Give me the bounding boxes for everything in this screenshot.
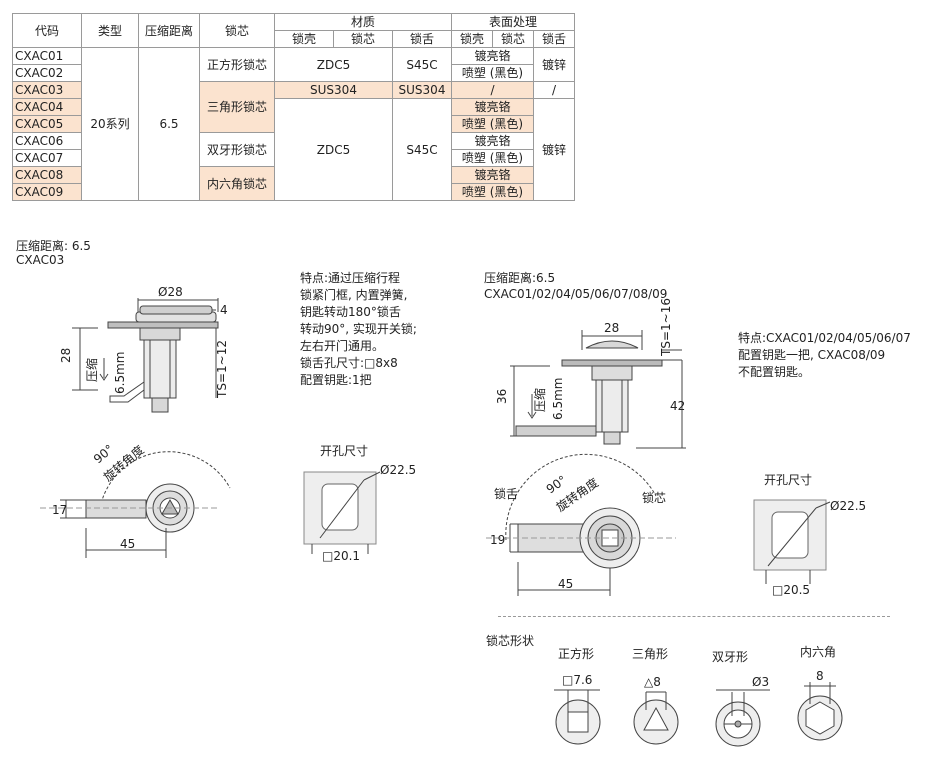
right-lock-drawing: 28 TS=1~16 36 42 压缩 6.5mm 90° 旋转角度 锁舌 锁芯…	[486, 298, 686, 596]
right-compression-label: 压缩距离:6.5	[484, 271, 556, 285]
cutout-right-sq: □20.5	[772, 583, 810, 597]
right-tongue-label: 锁舌	[494, 486, 518, 501]
left-dim-45: 45	[120, 537, 135, 551]
core-shapes-title: 锁芯形状	[486, 634, 535, 648]
cutout-right-dia: Ø22.5	[830, 499, 866, 513]
right-dim-28: 28	[604, 321, 619, 335]
header-core: 锁芯	[199, 13, 275, 48]
left-dim-17: 17	[52, 503, 67, 517]
right-core-label: 锁芯	[642, 490, 666, 505]
core-shapes-drawing: □7.6 △8 Ø3 8	[554, 669, 843, 747]
header-type: 类型	[81, 13, 139, 48]
right-dim-ts: TS=1~16	[659, 298, 673, 357]
material-zdc5-cell: ZDC5	[274, 98, 393, 201]
code-cell: CXAC06	[12, 132, 82, 150]
material-zdc5-cell: ZDC5	[274, 47, 393, 82]
right-dim-45: 45	[558, 577, 573, 591]
header-compression: 压缩距离	[138, 13, 200, 48]
right-angle-label: 90°	[544, 473, 569, 497]
surface-spray-cell: 喷塑 (黑色)	[451, 149, 534, 167]
core-double-cell: 双牙形锁芯	[199, 132, 275, 167]
features-left: 特点:通过压缩行程 锁紧门框, 内置弹簧, 钥匙转动180°锁舌 转动90°, …	[300, 271, 417, 387]
core-shape-name: 双牙形	[712, 650, 749, 664]
left-lock-drawing: Ø28 4 28 TS=1~12 压缩 6.5mm 90° 旋转角度 17 45	[40, 285, 231, 558]
type-cell: 20系列	[81, 47, 139, 201]
sub-header-tongue: 锁舌	[392, 30, 452, 48]
right-press-label: 压缩	[532, 388, 547, 412]
cutout-left-drawing: Ø22.5 □20.1	[303, 463, 416, 563]
surface-spray-cell: 喷塑 (黑色)	[451, 183, 534, 201]
core-square-cell: 正方形锁芯	[199, 47, 275, 82]
sub-header-shell-surface: 锁壳	[451, 30, 493, 48]
section-divider	[498, 616, 890, 617]
code-cell: CXAC08	[12, 166, 82, 184]
sub-header-shell: 锁壳	[274, 30, 334, 48]
right-models-label: CXAC01/02/04/05/06/07/08/09	[484, 287, 668, 301]
sub-header-core: 锁芯	[333, 30, 393, 48]
core-dim-triangle: △8	[644, 675, 661, 689]
cutout-left-dia: Ø22.5	[380, 463, 416, 477]
core-shape-name: 内六角	[800, 645, 837, 659]
left-dim-diameter: Ø28	[158, 285, 183, 299]
material-s45c-cell: S45C	[392, 98, 452, 201]
code-cell: CXAC07	[12, 149, 82, 167]
left-dim-ts: TS=1~12	[215, 340, 229, 399]
surface-spray-cell: 喷塑 (黑色)	[451, 64, 534, 82]
material-sus304-tongue-cell: SUS304	[392, 81, 452, 99]
core-dim-double: Ø3	[752, 675, 769, 689]
header-surface: 表面处理	[451, 13, 575, 31]
left-press-mm: 6.5mm	[113, 352, 127, 394]
material-s45c-cell: S45C	[392, 47, 452, 82]
header-material: 材质	[274, 13, 452, 31]
cutout-left-title: 开孔尺寸	[320, 444, 369, 458]
core-dim-hex: 8	[816, 669, 824, 683]
code-cell: CXAC02	[12, 64, 82, 82]
sub-header-core-surface: 锁芯	[492, 30, 534, 48]
code-cell: CXAC01	[12, 47, 82, 65]
cutout-right-title: 开孔尺寸	[764, 473, 813, 487]
features-right: 特点:CXAC01/02/04/05/06/07 配置钥匙一把, CXAC08/…	[738, 331, 911, 379]
left-press-label: 压缩	[84, 358, 99, 382]
material-sus304-cell: SUS304	[274, 81, 393, 99]
surface-zinc-cell: 镀锌	[533, 98, 575, 201]
compression-cell: 6.5	[138, 47, 200, 201]
left-compression-label: 压缩距离: 6.5	[16, 239, 91, 253]
core-hex-cell: 内六角锁芯	[199, 166, 275, 201]
right-dim-36: 36	[495, 389, 509, 404]
code-cell: CXAC09	[12, 183, 82, 201]
right-press-mm: 6.5mm	[551, 378, 565, 420]
left-dim-4: 4	[220, 303, 228, 317]
core-dim-square: □7.6	[562, 673, 592, 687]
left-model-label: CXAC03	[16, 253, 65, 267]
left-dim-28: 28	[59, 348, 73, 363]
surface-zinc-cell: 镀锌	[533, 47, 575, 82]
surface-slash-cell: /	[451, 81, 534, 99]
cutout-right-drawing: Ø22.5 □20.5	[753, 499, 866, 597]
code-cell: CXAC03	[12, 81, 82, 99]
code-cell: CXAC04	[12, 98, 82, 116]
surface-chrome-cell: 镀亮铬	[451, 47, 534, 65]
cutout-left-sq: □20.1	[322, 549, 360, 563]
surface-spray-cell: 喷塑 (黑色)	[451, 115, 534, 133]
code-cell: CXAC05	[12, 115, 82, 133]
core-shape-name: 三角形	[632, 647, 669, 661]
surface-slash-tongue-cell: /	[533, 81, 575, 99]
surface-chrome-cell: 镀亮铬	[451, 166, 534, 184]
surface-chrome-cell: 镀亮铬	[451, 132, 534, 150]
spec-table: 代码 类型 压缩距离 锁芯 材质 表面处理 锁壳 锁芯 锁舌 锁壳 锁芯 锁舌 …	[12, 13, 575, 201]
surface-chrome-cell: 镀亮铬	[451, 98, 534, 116]
core-shape-name: 正方形	[558, 647, 595, 661]
right-dim-19: 19	[490, 533, 505, 547]
sub-header-tongue-surface: 锁舌	[533, 30, 575, 48]
header-code: 代码	[12, 13, 82, 48]
right-dim-42: 42	[670, 399, 685, 413]
core-triangle-cell: 三角形锁芯	[199, 81, 275, 133]
